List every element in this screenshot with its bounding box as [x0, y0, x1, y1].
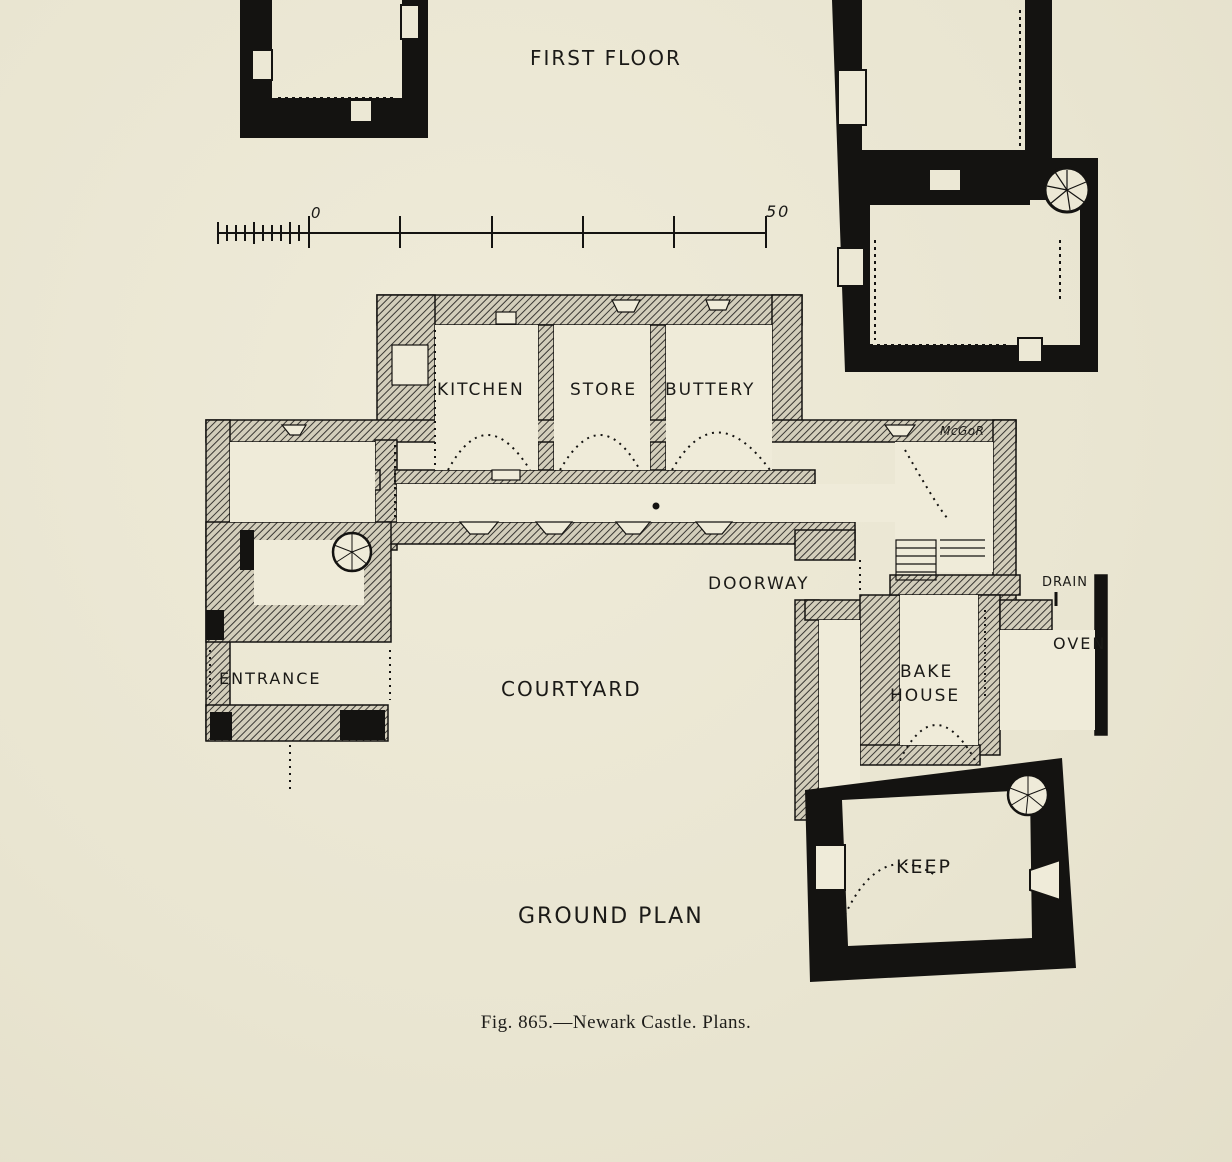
ground-plan-solid [206, 530, 385, 740]
scale-end-label: 50 [766, 202, 791, 221]
keep-tower [805, 758, 1076, 982]
bake-house-label-line2: HOUSE [890, 686, 961, 706]
first-floor-label: FIRST FLOOR [530, 46, 682, 70]
engraver-signature: McGoR [940, 424, 985, 438]
oven-label: OVEN [1053, 634, 1107, 653]
keep-label: KEEP [896, 856, 952, 878]
ground-plan-rooms [230, 325, 1095, 800]
store-label: STORE [570, 380, 638, 400]
figure-caption: Fig. 865.—Newark Castle. Plans. [480, 1012, 752, 1033]
first-floor-left-tower [240, 0, 428, 138]
marker-dot [652, 502, 660, 510]
bake-house-label-line1: BAKE [900, 662, 954, 682]
first-floor-right-tower [832, 0, 1098, 372]
scale-bar [217, 216, 767, 248]
ground-plan-label: GROUND PLAN [518, 904, 704, 929]
window-embrasures [280, 299, 917, 535]
scale-start-label: 0 [311, 204, 323, 222]
stairs [895, 539, 985, 581]
vault-arches [209, 330, 986, 916]
entrance-label: ENTRANCE [219, 669, 322, 688]
drain-label: DRAIN [1042, 575, 1088, 590]
buttery-label: BUTTERY [665, 380, 756, 400]
courtyard-label: COURTYARD [501, 677, 642, 701]
west-spiral-stair [331, 531, 373, 573]
kitchen-label: KITCHEN [437, 380, 525, 400]
doorway-label: DOORWAY [708, 574, 810, 594]
